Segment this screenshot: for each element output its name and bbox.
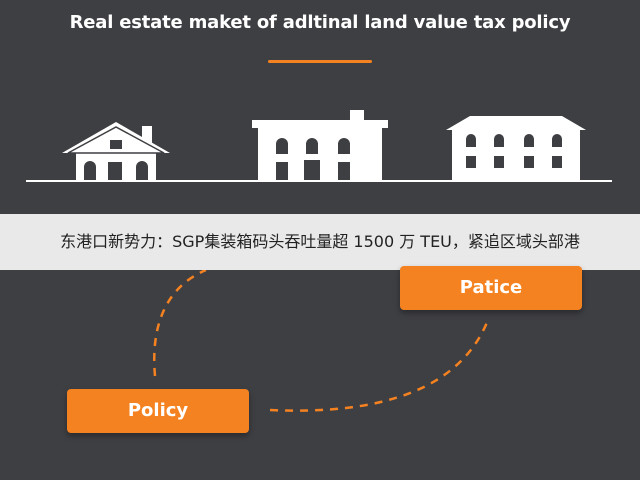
small-house-icon xyxy=(62,122,170,180)
connector-policy-up xyxy=(153,268,207,377)
node-policy: Policy xyxy=(67,389,249,433)
title-underline xyxy=(268,60,372,63)
medium-house-icon xyxy=(252,110,388,180)
connector-policy-patice xyxy=(269,319,490,412)
node-patice: Patice xyxy=(400,266,582,310)
large-house-icon xyxy=(446,116,586,180)
overlay-banner: 东港口新势力：SGP集装箱码头吞吐量超 1500 万 TEU，紧追区域头部港 xyxy=(0,214,640,270)
diagram-title: Real estate maket of adltinal land value… xyxy=(69,12,571,33)
